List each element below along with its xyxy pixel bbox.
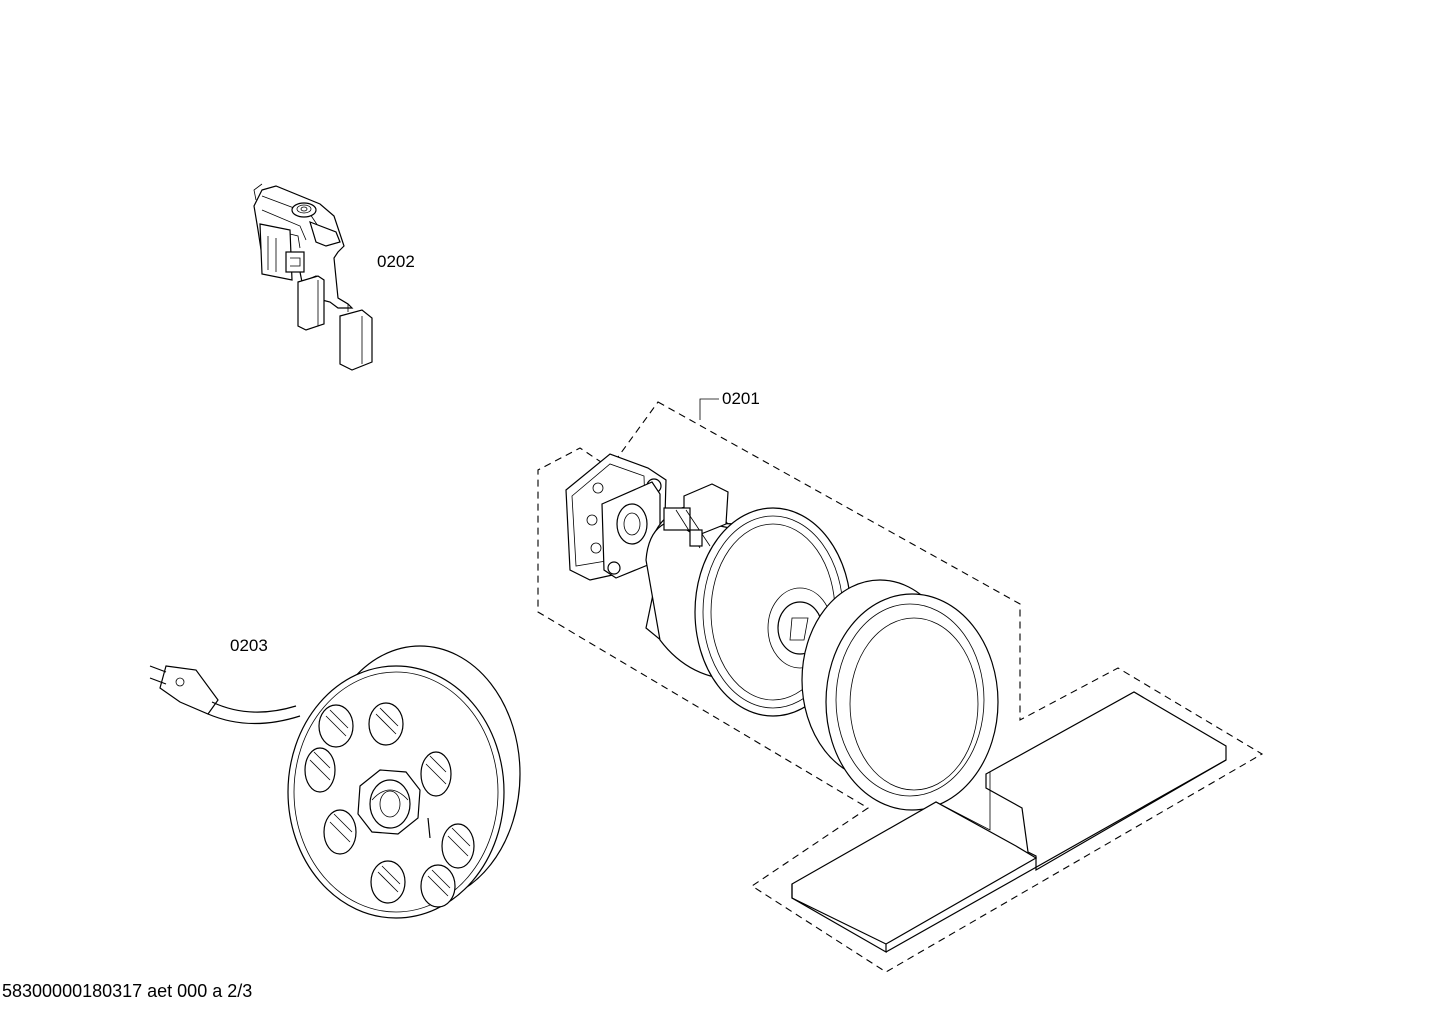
callout-label-switch: 0202 [377,252,415,271]
motor-assembly-drawing [537,398,1264,973]
callout-label-motor: 0201 [722,389,760,408]
callout-label-cable-reel: 0203 [230,636,268,655]
document-id-footer: 58300000180317 aet 000 a 2/3 [2,981,253,1001]
cable-reel-drawing [149,645,521,919]
filter-pad-drawing [791,691,1227,954]
switch-assembly-drawing [253,183,373,371]
